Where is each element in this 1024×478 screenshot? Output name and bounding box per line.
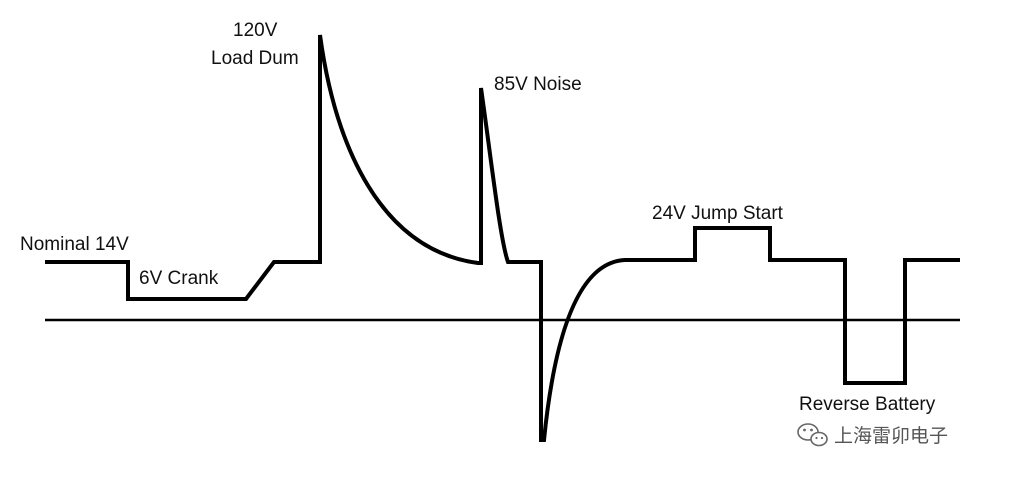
load-dump-voltage-label: 120V: [233, 20, 278, 41]
voltage-waveform: [45, 34, 960, 442]
wechat-icon: [797, 423, 828, 447]
crank-label: 6V Crank: [139, 268, 219, 289]
jump-start-label: 24V Jump Start: [652, 203, 784, 224]
noise-label: 85V Noise: [494, 74, 582, 95]
watermark-text: 上海雷卯电子: [834, 425, 948, 447]
reverse-battery-label: Reverse Battery: [799, 394, 936, 415]
load-dump-label: Load Dum: [211, 48, 299, 69]
nominal-label: Nominal 14V: [20, 234, 129, 255]
